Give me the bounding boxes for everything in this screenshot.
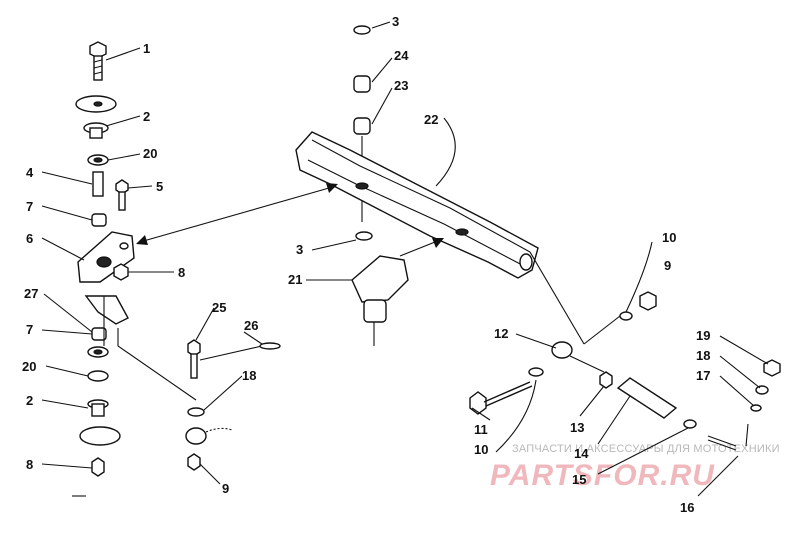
callout-label: 20 [22,359,36,374]
callout-label: 10 [474,442,488,457]
callout-label: 12 [494,326,508,341]
callout-label: 6 [26,231,33,246]
callout-label: 17 [696,368,710,383]
callout-label: 9 [222,481,229,496]
callout-label: 8 [26,457,33,472]
callout-label: 18 [242,368,256,383]
watermark-logo: PARTSFOR.RU [490,459,715,492]
callout-label: 21 [288,272,302,287]
left-stack-parts [72,41,135,497]
callout-group: 1 2 20 4 5 7 6 8 27 7 20 2 8 25 26 18 9 [22,14,769,515]
callout-label: 2 [26,393,33,408]
callout-label: 18 [696,348,710,363]
callout-label: 3 [296,242,303,257]
callout-label: 24 [394,48,409,63]
callout-label: 2 [143,109,150,124]
callout-label: 19 [696,328,710,343]
callout-label: 26 [244,318,258,333]
callout-label: 11 [474,422,488,437]
assembly-arrows [103,183,621,401]
callout-label: 13 [570,420,584,435]
callout-label: 4 [26,165,34,180]
callout-label: 25 [212,300,226,315]
callout-label: 14 [574,446,589,461]
callout-label: 20 [143,146,157,161]
callout-label: 7 [26,199,33,214]
callout-label: 1 [143,41,150,56]
callout-label: 5 [156,179,163,194]
callout-label: 22 [424,112,438,127]
center-frame-parts [295,25,539,346]
right-linkage-parts [469,291,781,451]
arrow-head-right [326,183,338,193]
callout-label: 27 [24,286,38,301]
middle-lower-parts [185,339,281,471]
callout-label: 9 [664,258,671,273]
callout-label: 23 [394,78,408,93]
callout-label: 10 [662,230,676,245]
arrow-head-frame [432,238,444,248]
callout-label: 3 [392,14,399,29]
callout-label: 16 [680,500,694,515]
callout-label: 15 [572,472,586,487]
arrow-head-left [136,235,148,245]
callout-label: 7 [26,322,33,337]
callout-label: 8 [178,265,185,280]
